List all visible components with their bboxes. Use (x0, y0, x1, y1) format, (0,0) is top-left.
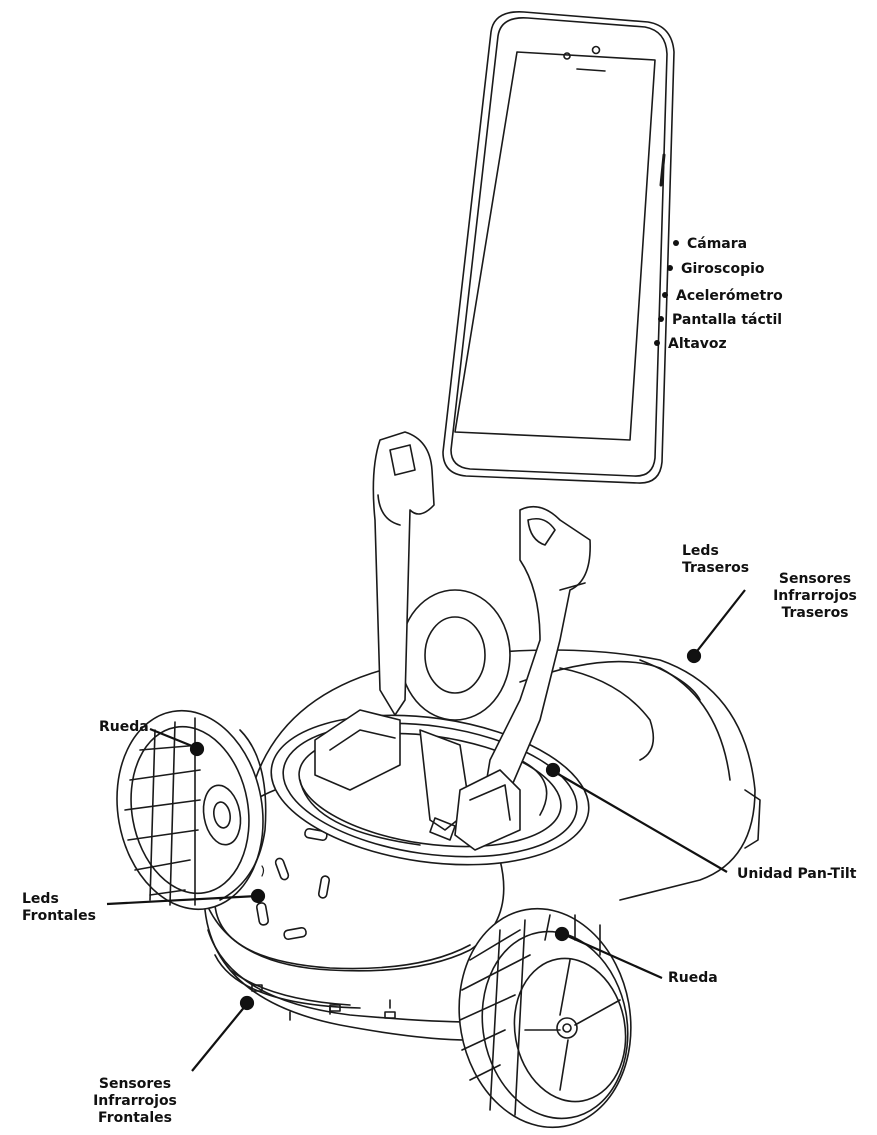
feature-item: Pantalla táctil (658, 312, 782, 328)
dot-sensores-traseros (686, 648, 702, 664)
leader-sensores-frontales (191, 1004, 247, 1072)
label-sensores-frontales: Sensores Infrarrojos Frontales (93, 1076, 177, 1126)
feature-item: Cámara (673, 236, 747, 252)
phone-screen (454, 51, 656, 441)
dot-rueda-izquierda (189, 741, 205, 757)
leader-sensores-traseros (693, 589, 746, 656)
dot-leds-frontales (250, 888, 266, 904)
bullet-icon (658, 316, 664, 322)
leader-pan-tilt (552, 770, 728, 873)
bullet-icon (667, 265, 673, 271)
bullet-icon (673, 240, 679, 246)
leader-rueda-izquierda (149, 727, 198, 750)
label-rueda-izquierda: Rueda (99, 719, 149, 735)
bullet-icon (662, 292, 668, 298)
bullet-icon (654, 340, 660, 346)
dot-rueda-derecha (554, 926, 570, 942)
smartphone (442, 11, 675, 484)
leader-lines (106, 589, 746, 1072)
pan-tilt-unit (314, 431, 591, 851)
label-leds-traseros: Leds Traseros (682, 543, 750, 576)
feature-item: Altavoz (654, 336, 727, 352)
wheel-right (458, 907, 632, 1129)
feature-item: Giroscopio (667, 261, 765, 277)
label-rueda-derecha: Rueda (668, 970, 718, 986)
label-unidad-pan-tilt: Unidad Pan-Tilt (737, 866, 857, 882)
label-sensores-traseros: Sensores Infrarrojos Traseros (773, 571, 857, 621)
feature-item: Acelerómetro (662, 288, 783, 304)
label-leds-frontales: Leds Frontales (22, 891, 96, 924)
leader-leds-frontales (106, 894, 259, 906)
wheel-left (116, 709, 267, 911)
dot-pan-tilt (545, 762, 561, 778)
leader-rueda-derecha (562, 932, 663, 980)
dot-sensores-frontales (239, 995, 255, 1011)
